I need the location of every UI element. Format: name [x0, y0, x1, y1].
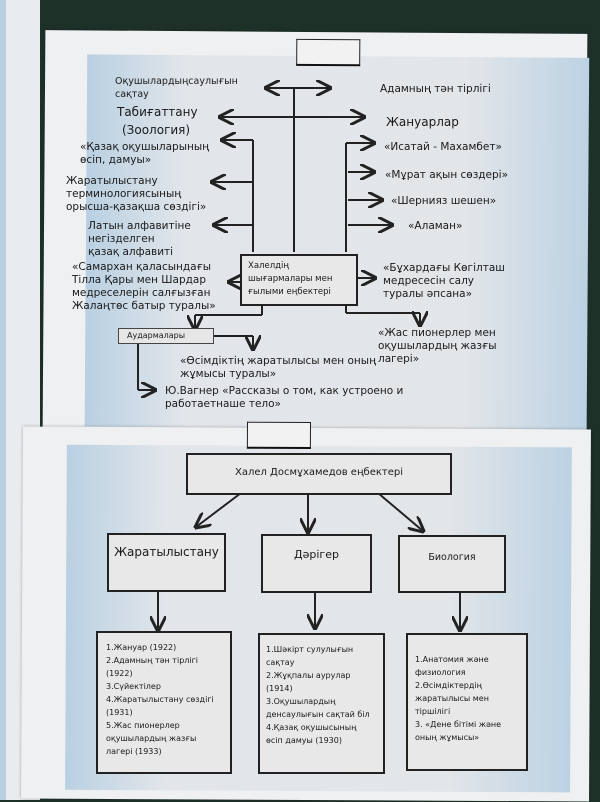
item-animals: Жануарлар: [386, 115, 459, 129]
item-natural-history: Табиғаттану: [117, 105, 198, 119]
main-title-box: Халел Досмұхамедов еңбектері: [186, 453, 452, 495]
translation-wagner: Ю.Вагнер «Рассказы о том, как устроено и…: [165, 385, 404, 410]
translations-label: Аудармалары: [127, 331, 186, 340]
item-isatai-makhambet: «Исатай - Махамбет»: [384, 141, 502, 153]
category-label: Биология: [428, 552, 476, 563]
item-health-of-pupils: Оқушылардыңсаулығын сақтау: [115, 76, 238, 100]
item-zoology: (Зоология): [122, 123, 191, 137]
item-alaman: «Аламан»: [408, 220, 463, 232]
main-title-label: Халел Досмұхамедов еңбектері: [234, 467, 404, 478]
translations-box: Аудармалары: [118, 328, 214, 344]
works-list-biology: 1.Анатомия және физиология 2.Өсімдіктерд…: [406, 633, 528, 771]
works-list-doctor: 1.Шәкірт сулулығын сақтау 2.Жұқпалы ауру…: [258, 633, 385, 774]
item-terminology-dictionary: Жаратылыстану терминологиясының орысша-қ…: [66, 175, 207, 213]
item-bukhara-madrasa: «Бұхардағы Көгілташ медресесін салу тура…: [383, 262, 505, 300]
works-list-text: 1.Анатомия және физиология 2.Өсімдіктерд…: [415, 655, 502, 742]
category-label: Жаратылыстану: [114, 545, 219, 559]
category-label: Дәрігер: [294, 548, 339, 561]
item-murat-akyn: «Мұрат ақын сөздері»: [385, 169, 509, 181]
category-box-doctor: Дәрігер: [261, 534, 372, 593]
category-box-natural-science: Жаратылыстану: [107, 533, 226, 592]
item-kazakh-pupils-growth: «Қазақ оқушыларының өсіп, дамуы»: [80, 141, 210, 166]
center-works-label: Халелдің шығармалары мен ғылыми еңбектер…: [248, 261, 333, 297]
adjacent-poster-edge: [0, 0, 40, 800]
works-list-text: 1.Жануар (1922) 2.Адамның тән тірлігі (1…: [106, 643, 214, 756]
item-zhalantos-batyr: «Самархан қаласындағы Тілла Қары мен Шар…: [72, 261, 216, 312]
category-box-biology: Биология: [398, 535, 506, 593]
item-sherniyaz-sheshen: «Шернияз шешен»: [391, 195, 497, 207]
item-human-body-life: Адамның тән тірлігі: [380, 83, 491, 95]
item-latin-alphabet: Латын алфавитіне негізделген қазақ алфав…: [88, 220, 191, 258]
works-list-natural-science: 1.Жануар (1922) 2.Адамның тән тірлігі (1…: [96, 631, 232, 774]
center-works-box: Халелдің шығармалары мен ғылыми еңбектер…: [240, 254, 358, 306]
translation-plants: «Өсімдіктің жаратылысы мен оның жұмысы т…: [180, 355, 377, 380]
item-young-pioneers-camp: «Жас пионерлер мен оқушылардың жазғы лаг…: [378, 327, 497, 365]
works-list-text: 1.Шәкірт сулулығын сақтау 2.Жұқпалы ауру…: [266, 645, 370, 745]
